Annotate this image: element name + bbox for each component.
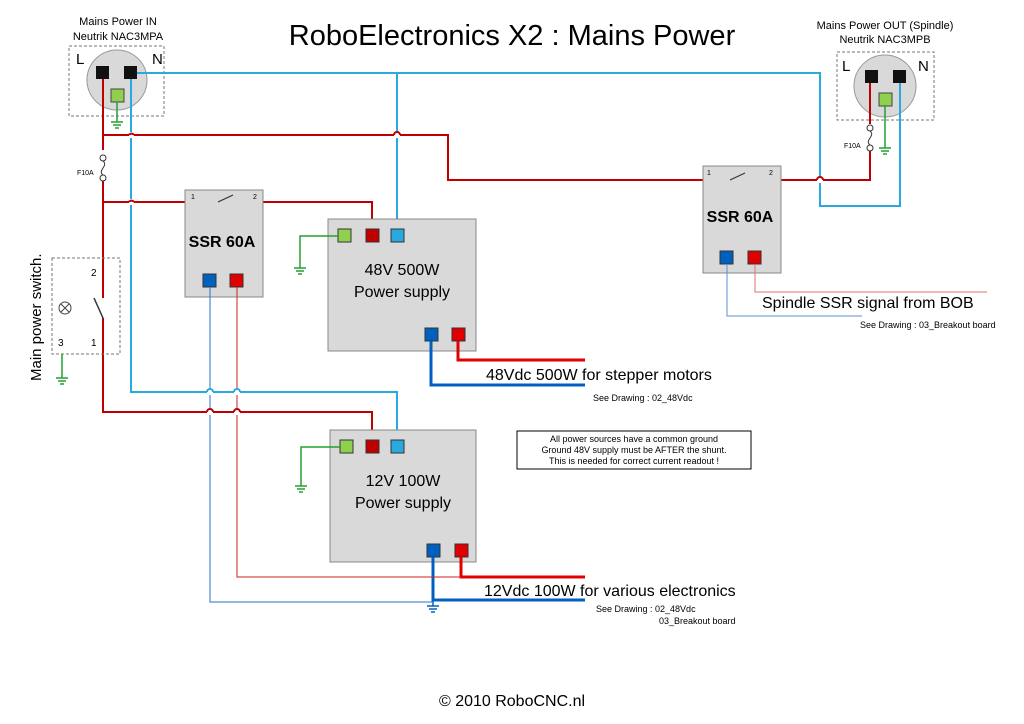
wire-crossings — [129, 132, 823, 415]
switch-pin-3: 3 — [58, 338, 64, 349]
psu-48v-neg-terminal — [424, 327, 439, 342]
ground-note: All power sources have a common ground G… — [516, 430, 752, 470]
diagram-title: RoboElectronics X2 : Mains Power — [289, 20, 736, 52]
fuse-right-symbol — [866, 124, 874, 152]
fuse-left-symbol — [99, 154, 107, 182]
ssr-left-contact — [217, 194, 234, 203]
mains-in-neutral-terminal — [124, 66, 137, 79]
ground-note-frame — [516, 430, 752, 470]
mains-out-pin-n: N — [918, 58, 929, 75]
ssr-left-neg-terminal — [202, 273, 217, 288]
switch-contact — [93, 297, 104, 319]
mains-in-earth-symbol — [111, 102, 123, 129]
mains-in-pin-n: N — [152, 51, 163, 68]
ground-note-line3: This is needed for correct current reado… — [549, 456, 719, 466]
psu-48v-live-terminal — [365, 228, 380, 243]
mains-out-live-terminal — [865, 70, 878, 83]
out-48v-ref: See Drawing : 02_48Vdc — [593, 393, 693, 403]
psu-12v-line2: Power supply — [355, 495, 451, 512]
psu-48v-line1: 48V 500W — [365, 262, 441, 279]
ssr-right-neg-terminal — [719, 250, 734, 265]
psu-12v: 12V 100W Power supply — [329, 429, 477, 563]
ground-note-line2: Ground 48V supply must be AFTER the shun… — [541, 445, 726, 455]
out-48v-wires — [429, 341, 585, 387]
psu-12v-line1: 12V 100W — [366, 473, 442, 490]
ssr-left-pin-1: 1 — [191, 194, 195, 201]
fuse-left-label: F10A — [77, 170, 94, 177]
psu-12v-neg-terminal — [426, 543, 441, 558]
ssr-left-pos-terminal — [229, 273, 244, 288]
ssr-right-pin-1: 1 — [707, 170, 711, 177]
psu-48v-earth-terminal — [337, 228, 352, 243]
psu-12v-live-terminal — [365, 439, 380, 454]
out-12v-ref1: See Drawing : 02_48Vdc — [596, 604, 696, 614]
spindle-signal-ref: See Drawing : 03_Breakout board — [860, 320, 996, 330]
ssr-right: 1 2 SSR 60A — [702, 165, 782, 274]
footer-copyright: © 2010 RoboCNC.nl — [439, 693, 585, 710]
mains-out-title: Mains Power OUT (Spindle) — [817, 20, 954, 32]
ssr-left-pin-2: 2 — [253, 194, 257, 201]
ssr-right-body — [702, 165, 782, 274]
ssr-left: 1 2 SSR 60A — [184, 189, 264, 298]
switch-frame — [51, 257, 121, 355]
fuse-right-label: F10A — [844, 143, 861, 150]
mains-in-live-terminal — [96, 66, 109, 79]
switch-earth-symbol — [56, 354, 68, 385]
ssr-right-label: SSR 60A — [707, 209, 774, 226]
mains-out-earth-terminal — [878, 92, 893, 107]
out-12v-ground-symbol — [427, 600, 439, 613]
mains-in-pin-l: L — [76, 51, 84, 68]
mains-out-connector: Mains Power OUT (Spindle) Neutrik NAC3MP… — [817, 20, 954, 121]
mains-in-title: Mains Power IN — [79, 16, 157, 28]
mains-out-frame — [836, 51, 935, 121]
out-12v-label: 12Vdc 100W for various electronics — [484, 583, 736, 600]
ssr-left-label: SSR 60A — [189, 234, 256, 251]
ssr-right-contact — [729, 172, 746, 181]
psu-48v: 48V 500W Power supply — [327, 218, 477, 352]
psu-12v-neutral-terminal — [390, 439, 405, 454]
out-12v-ref2: 03_Breakout board — [659, 616, 736, 626]
psu-12v-earth-terminal — [339, 439, 354, 454]
ground-note-line1: All power sources have a common ground — [550, 434, 718, 444]
out-48v-label: 48Vdc 500W for stepper motors — [486, 367, 712, 384]
mains-in-earth-terminal — [110, 88, 125, 103]
main-power-switch: 2 3 1 — [51, 257, 121, 385]
psu-12v-earth-wire — [295, 446, 340, 493]
mains-out-pin-l: L — [842, 58, 850, 75]
psu-48v-earth-wire — [294, 235, 338, 275]
spindle-signal-wires — [726, 264, 987, 317]
psu-48v-pos-terminal — [451, 327, 466, 342]
ssr-right-pin-2: 2 — [769, 170, 773, 177]
ssr-left-body — [184, 189, 264, 298]
psu-48v-neutral-terminal — [390, 228, 405, 243]
mains-out-earth-symbol — [879, 106, 891, 155]
wire-crossing-arcs — [128, 131, 824, 413]
mains-out-neutral-terminal — [893, 70, 906, 83]
psu-48v-line2: Power supply — [354, 284, 450, 301]
psu-12v-pos-terminal — [454, 543, 469, 558]
ssr-right-pos-terminal — [747, 250, 762, 265]
mains-in-connector: Mains Power IN Neutrik NAC3MPA L N — [68, 16, 165, 117]
mains-out-model: Neutrik NAC3MPB — [839, 34, 930, 46]
spindle-signal-label: Spindle SSR signal from BOB — [762, 295, 974, 312]
switch-pin-2: 2 — [91, 268, 97, 279]
switch-label: Main power switch. — [28, 253, 45, 381]
switch-pin-1: 1 — [91, 338, 97, 349]
neutral-wiring — [130, 72, 901, 440]
mains-in-model: Neutrik NAC3MPA — [73, 31, 164, 43]
